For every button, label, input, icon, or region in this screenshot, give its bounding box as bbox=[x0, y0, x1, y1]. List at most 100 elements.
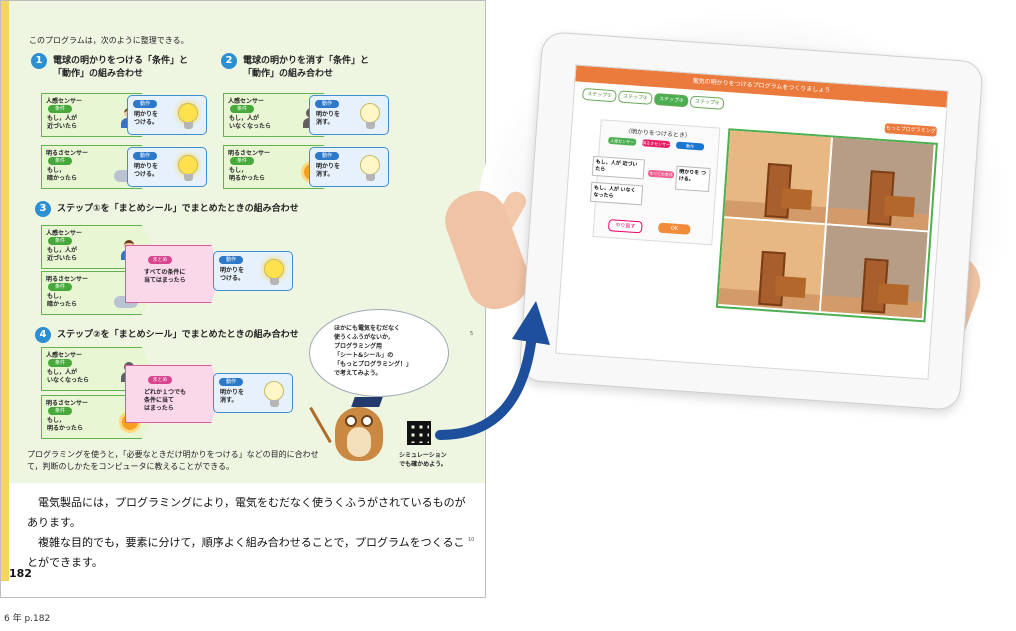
summary-text: どれか１つでも 条件に当て はまったら bbox=[144, 389, 187, 412]
section-title-1-line2: 「動作」の組み合わせ bbox=[53, 69, 144, 79]
chip-action[interactable]: 動作 bbox=[675, 141, 705, 151]
action-pill: 動作 bbox=[315, 152, 339, 160]
section-title-2: 電球の明かりを消す「条件」と 「動作」の組み合わせ bbox=[243, 55, 369, 81]
bulb-off-icon bbox=[264, 381, 284, 401]
sensor-label: 明るさセンサー bbox=[46, 276, 89, 283]
room-scene bbox=[724, 130, 832, 224]
line-marker-5: 5 bbox=[470, 331, 474, 337]
action-text: 明かりを つける。 bbox=[134, 163, 159, 178]
qr-code-icon[interactable] bbox=[407, 421, 431, 445]
speech-bubble: ほかにも電気をむだなく 使うくふうがないか， プログラミング用 「シート&シール… bbox=[309, 309, 449, 397]
bulb-on-icon bbox=[264, 259, 284, 279]
action-text: 明かりを 消す。 bbox=[220, 389, 245, 404]
sensor-label: 人感センサー bbox=[228, 98, 265, 105]
bulb-off-icon bbox=[360, 103, 380, 123]
condition-pill: 条件 bbox=[48, 237, 72, 245]
condition-pill: 条件 bbox=[48, 359, 72, 367]
section-title-2-line2: 「動作」の組み合わせ bbox=[243, 69, 334, 79]
section-title-2-line1: 電球の明かりを消す「条件」と bbox=[243, 56, 370, 66]
chip-human-sensor[interactable]: 人感センサー bbox=[608, 136, 637, 146]
condition-pill: 条件 bbox=[230, 105, 254, 113]
program-card-away[interactable]: もし，人が いなくなったら bbox=[589, 181, 644, 206]
room-scene bbox=[718, 218, 825, 311]
bulb-on-icon bbox=[178, 155, 198, 175]
section-number-1: 1 bbox=[31, 53, 47, 69]
condition-text: もし，人が 近づいたら bbox=[47, 247, 78, 262]
page-number: 182 bbox=[9, 567, 32, 580]
action-pill: 動作 bbox=[133, 100, 157, 108]
section-number-3: 3 bbox=[35, 201, 51, 217]
bulb-on-icon bbox=[178, 103, 198, 123]
ok-button[interactable]: OK bbox=[657, 222, 691, 235]
action-card: 動作 明かりを つける。 bbox=[127, 95, 207, 135]
action-text: 明かりを つける。 bbox=[220, 267, 245, 282]
speech-text: ほかにも電気をむだなく 使うくふうがないか， プログラミング用 「シート&シール… bbox=[334, 325, 413, 377]
room-scene bbox=[827, 137, 934, 231]
sensor-label: 明るさセンサー bbox=[228, 150, 271, 157]
summary-pill: まとめ bbox=[148, 256, 172, 264]
main-body-text: 電気製品には，プログラミングにより，電気をむだなく使うくふうがされているものがあ… bbox=[27, 496, 466, 569]
action-card: 動作 明かりを 消す。 bbox=[309, 95, 389, 135]
section-title-1-line1: 電球の明かりをつける「条件」と bbox=[53, 56, 189, 66]
simulation-view bbox=[715, 128, 938, 323]
qr-caption: シミュレーション でも確かめよう。 bbox=[399, 452, 447, 468]
summary-card: まとめ すべての条件に 当てはまったら bbox=[125, 245, 221, 303]
sensor-label: 人感センサー bbox=[46, 230, 83, 237]
owl-mascot-icon bbox=[335, 397, 383, 461]
tab-step1[interactable]: ステップ① bbox=[582, 87, 617, 103]
program-editor: 〈明かりをつけるとき〉 人感センサー 明るさセンサー 動作 もし，人が 近づいた… bbox=[589, 119, 721, 246]
action-text: 明かりを 消す。 bbox=[316, 163, 341, 178]
condition-text: もし， 明るかったら bbox=[47, 417, 84, 432]
action-card: 動作 明かりを つける。 bbox=[213, 251, 293, 291]
tab-step3[interactable]: ステップ③ bbox=[653, 92, 689, 108]
figure-caption: 6 年 p.182 bbox=[4, 614, 51, 624]
condition-text: もし， 暗かったら bbox=[47, 167, 78, 182]
sensor-label: 人感センサー bbox=[46, 352, 83, 359]
condition-card: 明るさセンサー 条件 もし， 暗かったら bbox=[41, 271, 153, 315]
chip-light-sensor[interactable]: 明るさセンサー bbox=[641, 139, 671, 149]
action-pill: 動作 bbox=[219, 378, 243, 386]
condition-text: もし， 明るかったら bbox=[229, 167, 266, 182]
action-pill: 動作 bbox=[133, 152, 157, 160]
condition-pill: 条件 bbox=[48, 105, 72, 113]
curved-arrow-icon bbox=[435, 301, 550, 440]
condition-text: もし，人が 近づいたら bbox=[47, 115, 78, 130]
chip-all-conditions[interactable]: すべての条件に bbox=[647, 169, 675, 184]
sensor-label: 明るさセンサー bbox=[46, 400, 89, 407]
section-number-2: 2 bbox=[221, 53, 237, 69]
program-card-on[interactable]: 明かりを つける。 bbox=[675, 165, 711, 192]
page-edge-stripe bbox=[1, 1, 9, 581]
tab-step2[interactable]: ステップ② bbox=[617, 90, 653, 105]
tab-step4[interactable]: ステップ④ bbox=[689, 95, 725, 110]
textbook-page: このプログラムは，次のように整理できる。 1 電球の明かりをつける「条件」と 「… bbox=[0, 0, 486, 598]
condition-text: もし，人が いなくなったら bbox=[229, 115, 272, 130]
program-card-near[interactable]: もし，人が 近づいたら bbox=[591, 155, 646, 180]
summary-note: プログラミングを使うと，「必要なときだけ明かりをつける」などの目的に合わせて，判… bbox=[27, 450, 319, 471]
action-pill: 動作 bbox=[315, 100, 339, 108]
tablet-screen: 電気の明かりをつけるプログラムをつくりましょう ステップ① ステップ② ステップ… bbox=[555, 64, 949, 380]
condition-pill: 条件 bbox=[230, 157, 254, 165]
section-title-1: 電球の明かりをつける「条件」と 「動作」の組み合わせ bbox=[53, 55, 188, 81]
sensor-label: 明るさセンサー bbox=[46, 150, 89, 157]
action-pill: 動作 bbox=[219, 256, 243, 264]
redo-button[interactable]: やり直す bbox=[607, 219, 643, 234]
action-text: 明かりを 消す。 bbox=[316, 111, 341, 126]
action-text: 明かりを つける。 bbox=[134, 111, 159, 126]
action-card: 動作 明かりを 消す。 bbox=[309, 147, 389, 187]
section-title-3: ステップ①を「まとめシール」でまとめたときの組み合わせ bbox=[57, 204, 299, 214]
action-card: 動作 明かりを 消す。 bbox=[213, 373, 293, 413]
editor-title: 〈明かりをつけるとき〉 bbox=[624, 127, 692, 140]
intro-text: このプログラムは，次のように整理できる。 bbox=[29, 36, 189, 45]
summary-text: すべての条件に 当てはまったら bbox=[144, 269, 186, 284]
summary-card: まとめ どれか１つでも 条件に当て はまったら bbox=[125, 365, 221, 423]
condition-text: もし，人が いなくなったら bbox=[47, 369, 90, 384]
tablet-device: 電気の明かりをつけるプログラムをつくりましょう ステップ① ステップ② ステップ… bbox=[518, 31, 984, 411]
condition-text: もし， 暗かったら bbox=[47, 293, 78, 308]
more-programming-button[interactable]: もっとプログラミング bbox=[884, 123, 938, 137]
room-scene bbox=[820, 225, 928, 319]
condition-pill: 条件 bbox=[48, 283, 72, 291]
condition-pill: 条件 bbox=[48, 157, 72, 165]
bulb-off-icon bbox=[360, 155, 380, 175]
section-number-4: 4 bbox=[35, 327, 51, 343]
sensor-label: 人感センサー bbox=[46, 98, 83, 105]
